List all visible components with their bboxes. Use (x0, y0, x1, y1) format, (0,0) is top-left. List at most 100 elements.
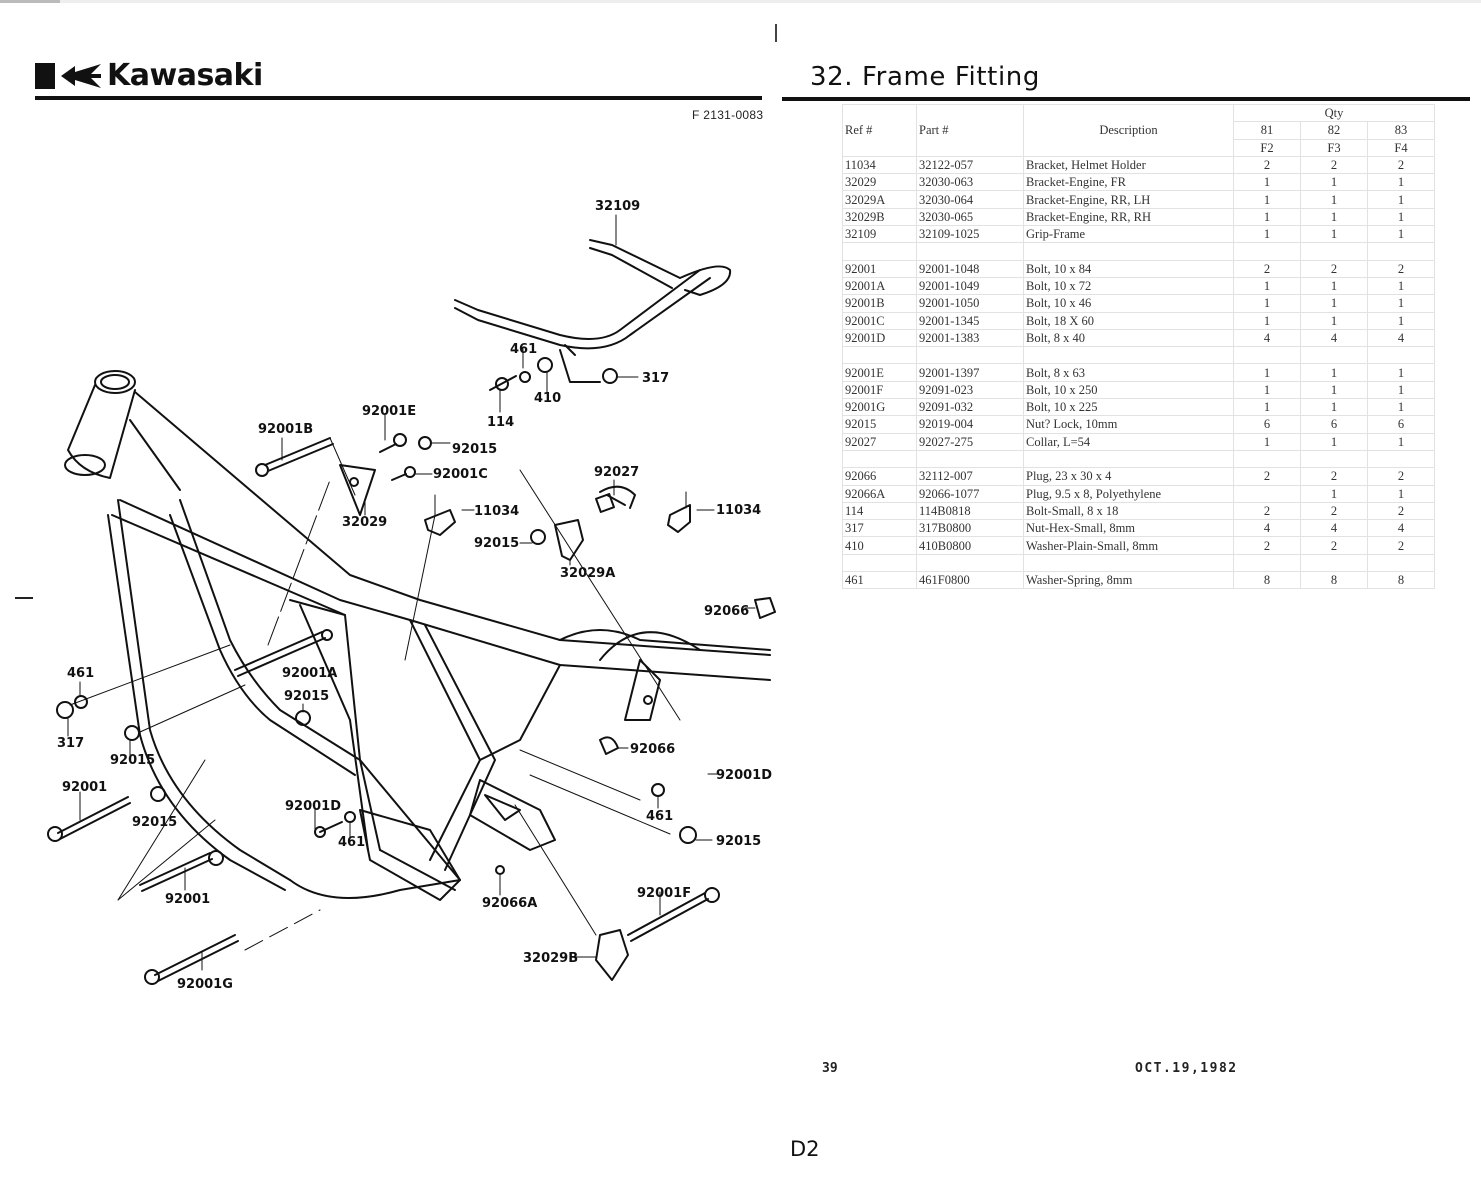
document-number: F 2131-0083 (692, 108, 764, 122)
header-ref: Ref # (842, 104, 917, 157)
cell-qty-83: 2 (1367, 155, 1435, 175)
callout-label: 114 (487, 415, 514, 430)
callout-label: 317 (642, 371, 669, 386)
cell-qty-82 (1300, 553, 1368, 573)
cell-part-number: 92091-032 (916, 398, 1024, 417)
callout-label: 461 (67, 666, 94, 681)
cell-qty-81: 4 (1233, 519, 1301, 538)
cell-qty-82: 6 (1300, 415, 1368, 434)
cell-qty-81: 1 (1233, 311, 1301, 330)
cell-qty-83: 1 (1367, 311, 1435, 330)
cell-description: Bracket-Engine, FR (1023, 173, 1234, 192)
cell-part-number: 32030-063 (916, 173, 1024, 192)
callout-label: 92066 (704, 604, 749, 619)
cell-qty-82: 1 (1300, 311, 1368, 330)
cell-qty-81 (1233, 484, 1301, 503)
cell-part-number: 92001-1048 (916, 259, 1024, 278)
callout-label: 461 (510, 342, 537, 357)
callout-label: 32029B (523, 951, 578, 966)
header-description: Description (1023, 104, 1234, 157)
cell-qty-82: 1 (1300, 225, 1368, 244)
cell-description (1023, 242, 1234, 261)
cell-qty-83 (1367, 242, 1435, 261)
sheet-id: D2 (790, 1137, 820, 1161)
frame-top-tubes (111, 391, 771, 721)
cell-qty-81 (1233, 346, 1301, 365)
cell-qty-83: 1 (1367, 225, 1435, 244)
cell-description: Bolt, 10 x 250 (1023, 380, 1234, 400)
cell-ref: 92001E (842, 363, 917, 382)
cell-qty-81: 1 (1233, 190, 1301, 209)
cell-part-number: 92091-023 (916, 380, 1024, 400)
cell-qty-81: 2 (1233, 155, 1301, 175)
exploded-frame-diagram: 32109 461 410 114 317 92001B 92001E 9201… (0, 120, 790, 1020)
cell-qty-82: 1 (1300, 484, 1368, 503)
cell-qty-82: 1 (1300, 380, 1368, 400)
cell-ref: 92027 (842, 432, 917, 451)
cell-qty-82: 2 (1300, 467, 1368, 486)
page-fold-mark (775, 24, 777, 42)
header-model: F4 (1367, 138, 1435, 157)
cell-ref (842, 449, 917, 469)
cell-qty-82: 1 (1300, 276, 1368, 296)
long-bolts (47, 437, 720, 985)
cell-description: Grip-Frame (1023, 225, 1234, 244)
cell-qty-83: 1 (1367, 363, 1435, 382)
cell-ref: 92001D (842, 328, 917, 348)
cell-qty-81: 1 (1233, 225, 1301, 244)
cell-qty-83 (1367, 553, 1435, 573)
cell-part-number: 92027-275 (916, 432, 1024, 451)
callout-label: 92015 (452, 442, 497, 457)
cell-qty-82: 4 (1300, 328, 1368, 348)
cell-ref: 92066 (842, 467, 917, 486)
cell-qty-81: 8 (1233, 571, 1301, 590)
cell-qty-83: 1 (1367, 484, 1435, 503)
callout-label: 410 (534, 391, 561, 406)
cell-ref: 92001F (842, 380, 917, 400)
cell-description (1023, 346, 1234, 365)
cell-qty-82: 2 (1300, 536, 1368, 555)
cell-ref: 92001A (842, 276, 917, 296)
table-spacer-row (842, 242, 1435, 261)
cell-ref: 92066A (842, 484, 917, 503)
cell-qty-83: 6 (1367, 415, 1435, 434)
cell-ref (842, 553, 917, 573)
cell-description: Collar, L=54 (1023, 432, 1234, 451)
header-part: Part # (916, 104, 1024, 157)
callout-label: 92001A (282, 666, 337, 681)
cell-qty-83: 2 (1367, 259, 1435, 278)
cell-description: Bracket-Engine, RR, RH (1023, 207, 1234, 227)
cell-ref: 32029B (842, 207, 917, 227)
cell-part-number: 92019-004 (916, 415, 1024, 434)
footrest-brackets (359, 779, 556, 901)
header-rule-left (35, 96, 762, 100)
cell-description: Bolt-Small, 8 x 18 (1023, 501, 1234, 521)
brand-name: Kawasaki (107, 58, 263, 93)
cell-qty-81: 1 (1233, 380, 1301, 400)
cell-part-number: 32109-1025 (916, 225, 1024, 244)
cell-qty-83: 4 (1367, 519, 1435, 538)
cell-description: Bolt, 10 x 46 (1023, 294, 1234, 313)
table-spacer-row (842, 449, 1435, 469)
cell-qty-82: 8 (1300, 571, 1368, 590)
header-year: 81 (1233, 121, 1301, 140)
cell-part-number: 32122-057 (916, 155, 1024, 175)
callout-label: 92001F (637, 886, 691, 901)
cell-description: Nut? Lock, 10mm (1023, 415, 1234, 434)
callout-label: 92001D (285, 799, 341, 814)
cell-qty-82: 1 (1300, 294, 1368, 313)
page-number: 39 (822, 1061, 838, 1076)
cell-qty-81 (1233, 553, 1301, 573)
cell-description: Bolt, 10 x 225 (1023, 398, 1234, 417)
